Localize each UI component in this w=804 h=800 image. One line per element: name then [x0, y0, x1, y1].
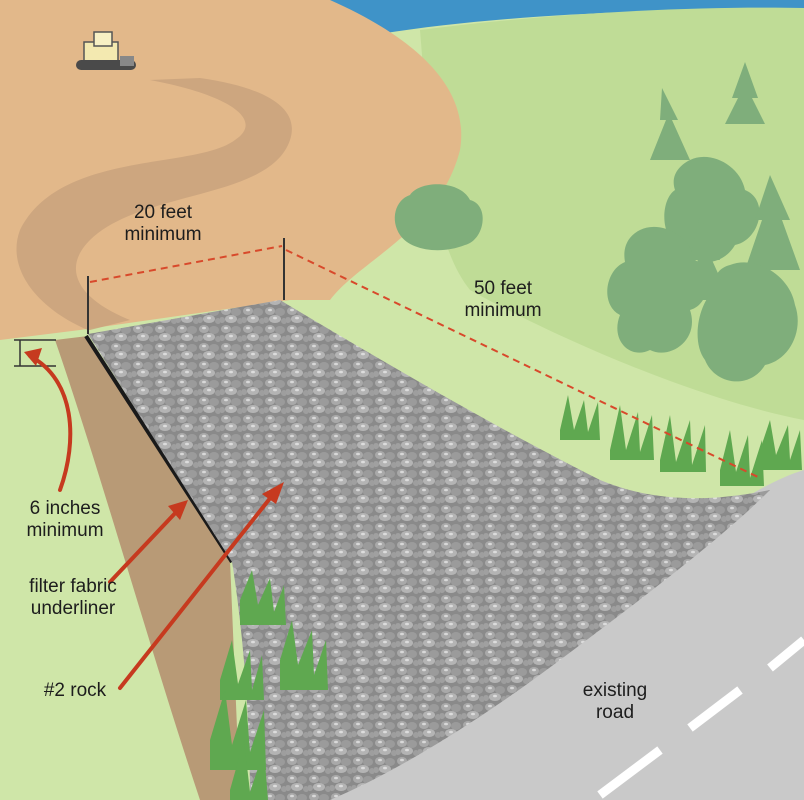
filter-fabric-label-line1: filter fabric	[29, 576, 117, 597]
length-label-line1: 50 feet	[473, 278, 533, 299]
fabric-arrow	[108, 506, 182, 584]
thickness-label-line2: minimum	[26, 520, 104, 541]
road-label: existing road	[560, 680, 670, 724]
width-dimension	[87, 238, 285, 334]
filter-fabric-edge	[84, 334, 234, 564]
filter-fabric-label-line2: underliner	[30, 598, 116, 619]
length-dimension	[285, 249, 761, 479]
thickness-label-line1: 6 inches	[29, 498, 101, 519]
thickness-dimension	[14, 339, 56, 367]
rock-arrow	[118, 490, 277, 690]
road-label-line2: road	[595, 702, 635, 723]
trees	[394, 62, 800, 382]
trench-wall	[55, 336, 240, 800]
road-label-line1: existing	[582, 680, 648, 701]
width-label-line1: 20 feet	[133, 202, 193, 223]
grass-tufts	[210, 395, 802, 800]
rock-label: #2 rock	[30, 680, 120, 702]
callout-arrows	[28, 354, 277, 690]
width-label: 20 feet minimum	[108, 202, 218, 246]
rock-label-text: #2 rock	[43, 680, 107, 701]
thickness-label: 6 inches minimum	[10, 498, 120, 542]
filter-fabric-label: filter fabric underliner	[8, 576, 138, 620]
length-label: 50 feet minimum	[448, 278, 558, 322]
road-center-dashes	[597, 636, 804, 799]
arrow-heads	[24, 348, 284, 520]
thickness-arrow	[28, 354, 73, 492]
length-label-line2: minimum	[464, 300, 542, 321]
bulldozer-icon	[76, 31, 136, 70]
dirt-path	[16, 78, 292, 330]
width-label-line2: minimum	[124, 224, 202, 245]
